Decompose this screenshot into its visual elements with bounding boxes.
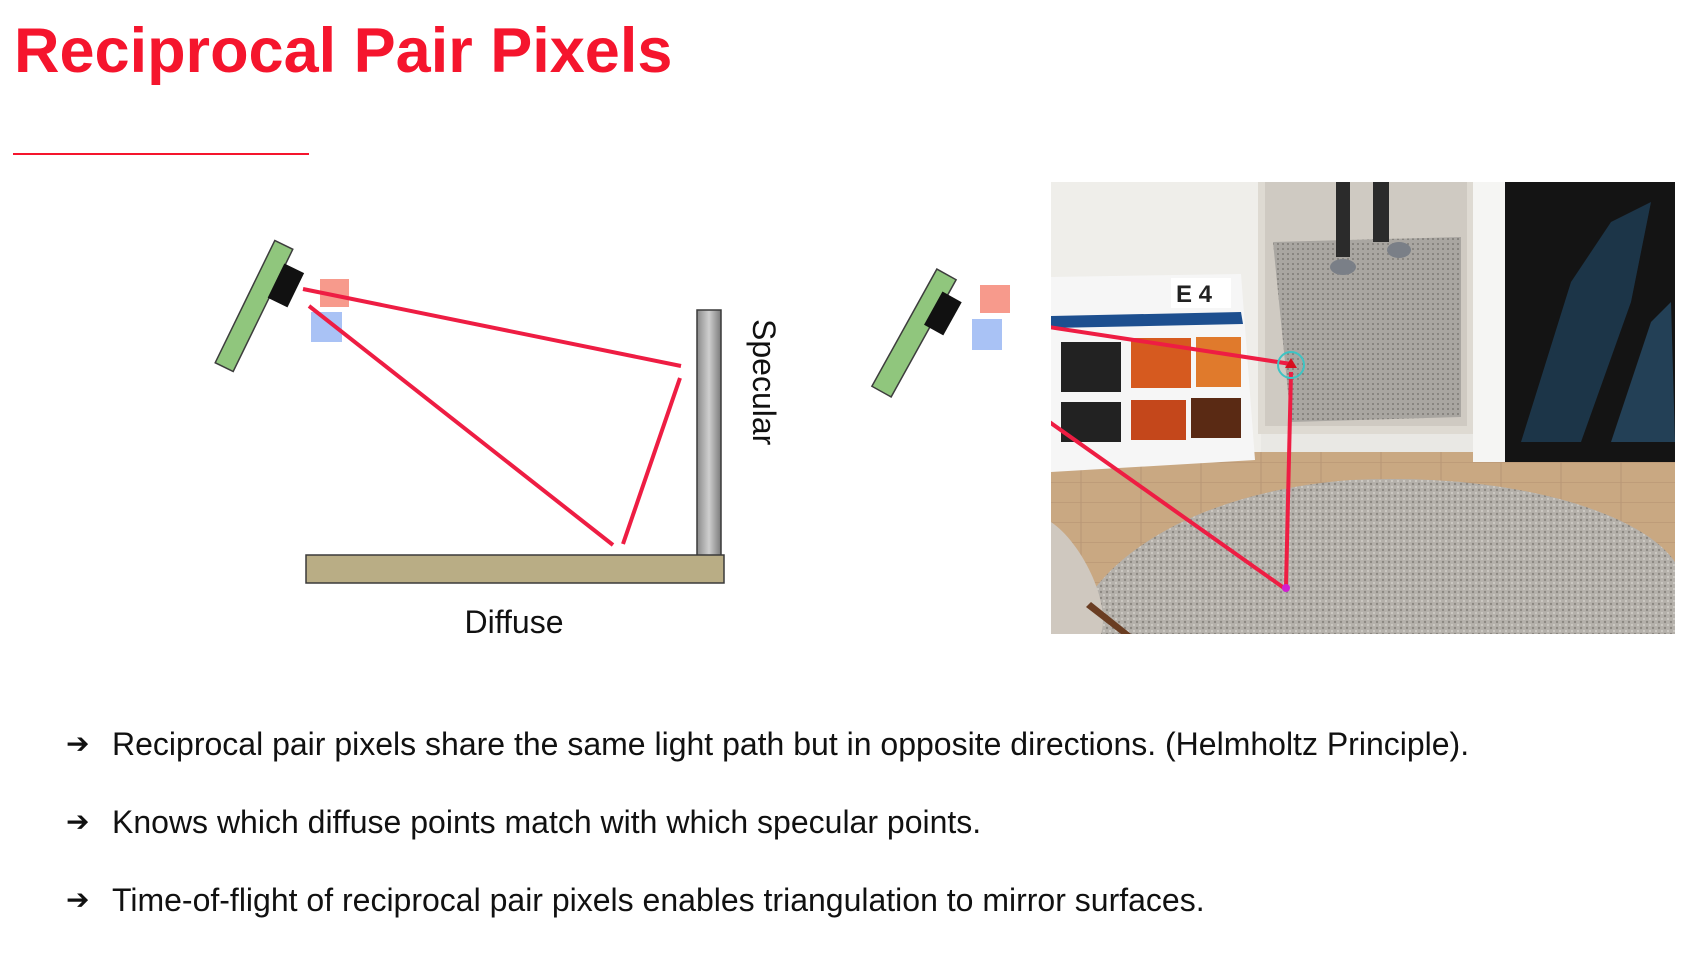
light-path-specular-to-diffuse xyxy=(621,377,682,545)
bullet-text: Knows which diffuse points match with wh… xyxy=(112,804,982,840)
scene-photo-illustration: E 4 xyxy=(1051,182,1675,634)
sensor-board xyxy=(870,268,958,398)
light-path-floor-return xyxy=(1051,420,1286,590)
bullet-item: ➔ Time-of-flight of reciprocal pair pixe… xyxy=(66,880,1469,958)
floor-point-marker xyxy=(1282,584,1290,592)
title-underline xyxy=(13,153,309,155)
sensor-chip xyxy=(924,291,962,336)
mirror-point-marker xyxy=(1277,351,1305,379)
specular-label: Specular xyxy=(746,319,782,446)
light-path-to-mirror xyxy=(1051,325,1292,366)
photo-sensor-diagram xyxy=(870,268,1010,398)
arrow-right-icon: ➔ xyxy=(66,727,90,760)
light-path-diffuse-return xyxy=(307,304,615,547)
specular-surface xyxy=(696,309,722,559)
sensor-board xyxy=(214,239,294,373)
light-path-to-specular xyxy=(302,287,682,368)
red-pixel xyxy=(980,285,1010,313)
bullet-list: ➔ Reciprocal pair pixels share the same … xyxy=(66,724,1469,958)
sensor-chip xyxy=(267,263,305,308)
scene-photo: E 4 xyxy=(1051,182,1675,634)
bullet-item: ➔ Reciprocal pair pixels share the same … xyxy=(66,724,1469,802)
bullet-text: Reciprocal pair pixels share the same li… xyxy=(112,726,1470,762)
blue-pixel xyxy=(972,319,1002,350)
diffuse-surface xyxy=(305,554,725,584)
arrow-right-icon: ➔ xyxy=(66,883,90,916)
mirror-point-triangle xyxy=(1285,358,1297,368)
bullet-item: ➔ Knows which diffuse points match with … xyxy=(66,802,1469,880)
svg-text:E 4: E 4 xyxy=(1176,281,1213,308)
arrow-right-icon: ➔ xyxy=(66,805,90,838)
light-path-mirror-to-floor xyxy=(1284,371,1293,587)
schematic-diagram: Specular Diffuse xyxy=(214,239,782,640)
bullet-text: Time-of-flight of reciprocal pair pixels… xyxy=(112,882,1205,918)
slide-title: Reciprocal Pair Pixels xyxy=(14,16,673,86)
diffuse-label: Diffuse xyxy=(464,604,563,640)
